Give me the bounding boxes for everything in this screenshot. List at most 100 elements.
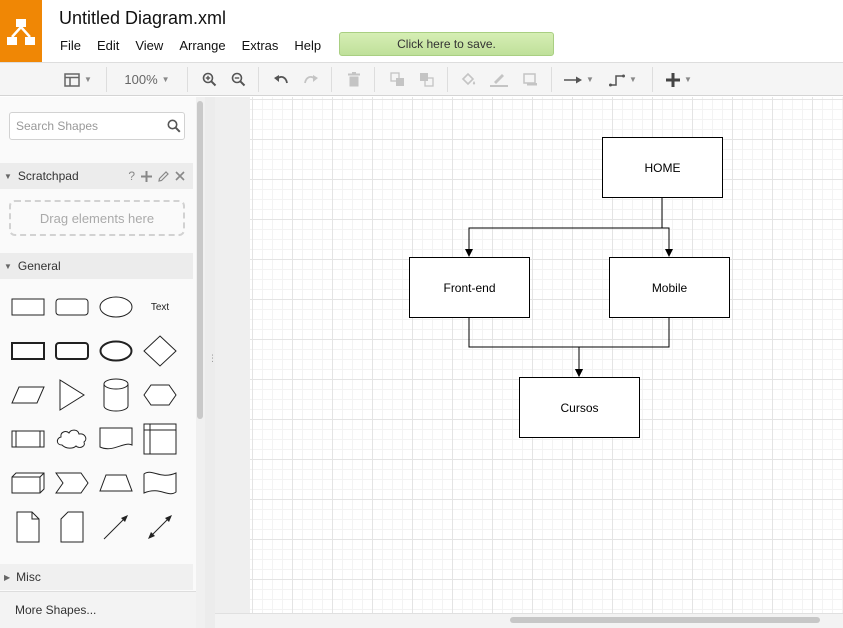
shape-cylinder[interactable] <box>94 375 138 415</box>
help-icon[interactable]: ? <box>128 169 135 183</box>
shape-ellipse[interactable] <box>94 287 138 327</box>
fill-color-icon <box>461 72 476 86</box>
shape-cube[interactable] <box>6 463 50 503</box>
menu-edit[interactable]: Edit <box>96 38 120 53</box>
toolbar-divider <box>106 67 107 92</box>
sidebar-scrollbar-thumb[interactable] <box>197 101 203 419</box>
header: Untitled Diagram.xml File Edit View Arra… <box>0 0 843 62</box>
document-shape-icon <box>99 427 133 450</box>
scratchpad-header[interactable]: ▼ Scratchpad ? <box>0 163 193 189</box>
to-back-button[interactable] <box>415 63 437 96</box>
misc-header[interactable]: ▶ Misc <box>0 564 193 590</box>
general-header[interactable]: ▼ General <box>0 253 193 279</box>
node-mobile[interactable]: Mobile <box>609 257 730 318</box>
text-shape-label: Text <box>150 301 170 313</box>
shape-note[interactable] <box>6 507 50 547</box>
zoom-out-icon <box>231 72 245 87</box>
toolbar-divider <box>652 67 653 92</box>
delete-button[interactable] <box>343 63 365 96</box>
expanded-arrow-icon: ▼ <box>4 261 12 271</box>
triangle-shape-icon <box>59 379 85 411</box>
node-front-end[interactable]: Front-end <box>409 257 530 318</box>
shape-parallelogram[interactable] <box>6 375 50 415</box>
menu-help[interactable]: Help <box>294 38 322 53</box>
shape-rectangle-bold[interactable] <box>6 331 50 371</box>
shape-process[interactable] <box>6 419 50 459</box>
shape-document[interactable] <box>94 419 138 459</box>
undo-button[interactable] <box>270 63 292 96</box>
toolbar-divider <box>258 67 259 92</box>
app-logo[interactable] <box>0 0 42 62</box>
trapezoid-shape-icon <box>99 474 133 492</box>
node-cursos[interactable]: Cursos <box>519 377 640 438</box>
internal-storage-shape-icon <box>143 423 177 455</box>
connection-style-dropdown[interactable]: ▼ <box>560 63 598 96</box>
toolbar-divider <box>447 67 448 92</box>
toolbar-divider <box>374 67 375 92</box>
fill-color-button[interactable] <box>458 63 480 96</box>
parallelogram-shape-icon <box>11 386 45 404</box>
diamond-shape-icon <box>143 335 177 367</box>
menu-file[interactable]: File <box>60 38 81 53</box>
shape-ellipse-bold[interactable] <box>94 331 138 371</box>
edge-home-frontend[interactable] <box>465 198 663 257</box>
page-view-icon <box>64 72 80 87</box>
shape-line[interactable] <box>94 507 138 547</box>
save-button[interactable]: Click here to save. <box>339 32 554 56</box>
chevron-down-icon: ▼ <box>684 75 692 84</box>
page-view-button[interactable]: ▼ <box>56 63 100 96</box>
scratchpad-drop-zone[interactable]: Drag elements here <box>9 200 185 236</box>
general-title: General <box>17 259 61 273</box>
shape-diamond[interactable] <box>138 331 182 371</box>
sidebar-resize-divider[interactable] <box>205 97 215 628</box>
waypoints-dropdown[interactable]: ▼ <box>604 63 642 96</box>
edit-icon[interactable] <box>158 171 169 182</box>
shape-tape[interactable] <box>138 463 182 503</box>
shape-text[interactable]: Text <box>138 287 182 327</box>
edge-mobile-cursos[interactable] <box>575 318 670 377</box>
menu-view[interactable]: View <box>135 38 164 53</box>
node-home[interactable]: HOME <box>602 137 723 198</box>
chevron-down-icon: ▼ <box>629 75 637 84</box>
drawio-logo-icon <box>7 19 35 45</box>
rounded-rectangle-bold-shape-icon <box>55 342 89 360</box>
shadow-button[interactable] <box>519 63 541 96</box>
process-shape-icon <box>11 430 45 448</box>
shape-cloud[interactable] <box>50 419 94 459</box>
search-box <box>9 112 185 140</box>
edge-frontend-cursos[interactable] <box>468 318 583 377</box>
redo-button[interactable] <box>300 63 322 96</box>
insert-dropdown[interactable]: ▼ <box>660 63 698 96</box>
shape-triangle[interactable] <box>50 375 94 415</box>
more-shapes-button[interactable]: More Shapes... <box>0 591 205 628</box>
toolbar-divider <box>331 67 332 92</box>
zoom-out-button[interactable] <box>227 63 249 96</box>
shape-hexagon[interactable] <box>138 375 182 415</box>
shape-step[interactable] <box>50 463 94 503</box>
tape-shape-icon <box>143 471 177 495</box>
zoom-level: 100% <box>124 72 158 87</box>
shape-card[interactable] <box>50 507 94 547</box>
add-icon[interactable] <box>141 171 152 182</box>
note-shape-icon <box>16 511 40 543</box>
close-icon[interactable] <box>175 171 185 181</box>
insert-icon <box>666 72 681 87</box>
shape-bidirectional-arrow[interactable] <box>138 507 182 547</box>
shape-rounded-rectangle[interactable] <box>50 287 94 327</box>
menu-arrange[interactable]: Arrange <box>179 38 226 53</box>
search-icon[interactable] <box>167 119 181 133</box>
line-color-button[interactable] <box>488 63 510 96</box>
shape-internal-storage[interactable] <box>138 419 182 459</box>
shape-rectangle[interactable] <box>6 287 50 327</box>
shape-trapezoid[interactable] <box>94 463 138 503</box>
document-title[interactable]: Untitled Diagram.xml <box>59 8 227 28</box>
menu-extras[interactable]: Extras <box>241 38 279 53</box>
edge-home-mobile[interactable] <box>661 198 673 257</box>
diagram-canvas[interactable] <box>250 97 843 613</box>
search-input[interactable] <box>16 116 166 136</box>
to-front-button[interactable] <box>386 63 408 96</box>
zoom-dropdown[interactable]: 100%▼ <box>114 63 180 96</box>
zoom-in-button[interactable] <box>198 63 220 96</box>
canvas-scrollbar-thumb[interactable] <box>510 617 820 623</box>
shape-rounded-rectangle-bold[interactable] <box>50 331 94 371</box>
